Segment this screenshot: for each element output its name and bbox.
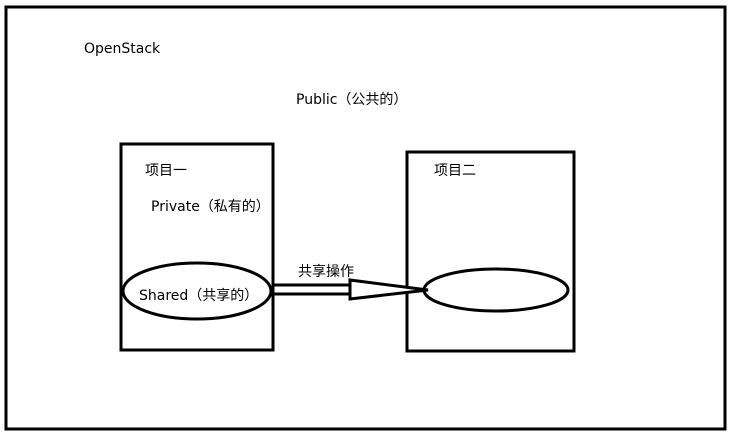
public-label: Public（公共的） [296, 92, 407, 108]
share-arrow [272, 278, 429, 301]
received-resource-ellipse [422, 267, 570, 313]
project-one-border [119, 142, 275, 352]
shared-label: Shared（共享的） [139, 287, 258, 304]
project-one-title: 项目一 [145, 163, 187, 179]
project-two-box: 项目二 [405, 150, 576, 353]
shared-resource-ellipse [121, 261, 273, 321]
openstack-boundary [4, 5, 727, 431]
project-two-title: 项目二 [434, 163, 476, 179]
openstack-label: OpenStack [84, 41, 161, 57]
private-label: Private（私有的） [151, 199, 270, 215]
share-operation-label: 共享操作 [298, 263, 354, 280]
share-arrow-head [348, 278, 429, 301]
project-one-box: 项目一 Private（私有的） Shared（共享的） [119, 142, 275, 352]
project-two-border [405, 150, 576, 353]
